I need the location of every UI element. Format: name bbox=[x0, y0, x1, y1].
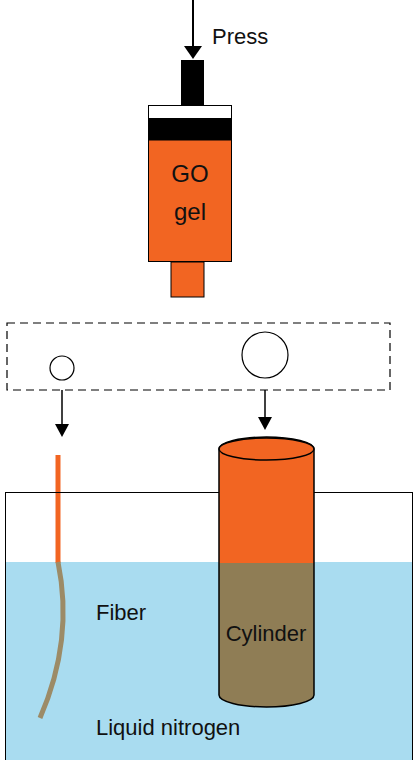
fiber-frozen bbox=[40, 562, 63, 718]
arrow-head bbox=[55, 424, 69, 437]
node-text: Cylinder bbox=[226, 621, 307, 647]
barrel-wall bbox=[149, 106, 232, 262]
press-arrow bbox=[192, 0, 194, 47]
small-nozzle-circle bbox=[50, 356, 74, 380]
action-label: Press bbox=[212, 24, 268, 50]
arrow-head bbox=[258, 417, 272, 430]
plunger-rod bbox=[181, 60, 204, 108]
go-gel-fill bbox=[149, 140, 232, 262]
down-arrow bbox=[61, 390, 63, 425]
down-arrow bbox=[264, 390, 266, 418]
syringe-barrel: GO gel bbox=[148, 105, 232, 262]
cylinder-outline bbox=[218, 437, 315, 709]
piston bbox=[148, 118, 232, 140]
fiber-above bbox=[56, 455, 61, 563]
node-text: GO gel bbox=[163, 155, 217, 231]
cylinder-body bbox=[219, 437, 314, 707]
large-nozzle-circle bbox=[242, 332, 288, 378]
cylinder-top bbox=[219, 438, 314, 460]
fiber-label: Fiber bbox=[96, 600, 146, 626]
cylinder-sample: Cylinder bbox=[218, 437, 315, 709]
liquid-nitrogen-bath: Liquid nitrogen Cylinder bbox=[5, 492, 413, 760]
syringe-nozzle bbox=[171, 262, 204, 297]
dashed-box bbox=[7, 323, 390, 390]
node-text: Liquid nitrogen bbox=[96, 715, 240, 741]
liquid-fill bbox=[5, 562, 413, 760]
arrow-head bbox=[184, 46, 202, 59]
